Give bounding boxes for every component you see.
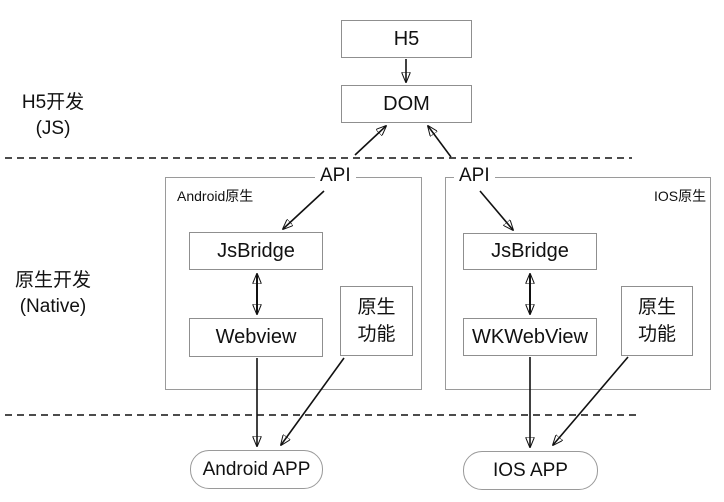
node-ios-app-label: IOS APP	[493, 459, 568, 481]
node-ios-wkwebview: WKWebView	[463, 318, 597, 356]
node-ios-jsbridge-label: JsBridge	[491, 240, 569, 262]
layer-native-dev-line1: 原生开发	[14, 270, 91, 291]
node-ios-wkwebview-label: WKWebView	[472, 325, 588, 348]
node-android-native-feature-line1: 原生	[357, 297, 396, 318]
arrow-api-right-to-dom	[428, 126, 452, 158]
container-ios-native-label: IOS原生	[652, 186, 709, 206]
layer-h5-dev-line2: (JS)	[35, 118, 71, 139]
node-dom-label: DOM	[383, 92, 430, 115]
node-android-jsbridge-label: JsBridge	[217, 239, 295, 262]
layer-native-dev-line2: (Native)	[19, 296, 87, 317]
node-android-native-feature-line2: 功能	[357, 324, 396, 345]
node-android-webview-label: Webview	[215, 326, 297, 348]
node-h5: H5	[341, 20, 472, 58]
layer-h5-dev-line1: H5开发	[21, 92, 85, 113]
container-android-native-label: Android原生	[175, 186, 256, 206]
node-ios-native-feature-line1: 原生	[637, 297, 676, 318]
layer-label-native-dev: 原生开发 (Native)	[7, 268, 99, 320]
node-h5-label: H5	[393, 27, 420, 50]
api-label-android: API	[315, 165, 356, 186]
node-ios-native-feature-line2: 功能	[637, 324, 676, 345]
node-android-native-feature: 原生 功能	[340, 286, 413, 356]
container-android-native	[165, 177, 422, 390]
node-android-app: Android APP	[190, 450, 323, 489]
api-label-ios: API	[454, 165, 495, 186]
layer-label-h5-dev: H5开发 (JS)	[7, 90, 99, 142]
node-android-jsbridge: JsBridge	[189, 232, 323, 270]
container-ios-native	[445, 177, 711, 390]
node-android-webview: Webview	[189, 318, 323, 357]
node-ios-native-feature: 原生 功能	[621, 286, 693, 356]
node-dom: DOM	[341, 85, 472, 123]
node-android-app-label: Android APP	[202, 458, 311, 480]
node-ios-app: IOS APP	[463, 451, 598, 490]
node-ios-jsbridge: JsBridge	[463, 233, 597, 270]
arrow-api-left-to-dom	[354, 126, 386, 156]
